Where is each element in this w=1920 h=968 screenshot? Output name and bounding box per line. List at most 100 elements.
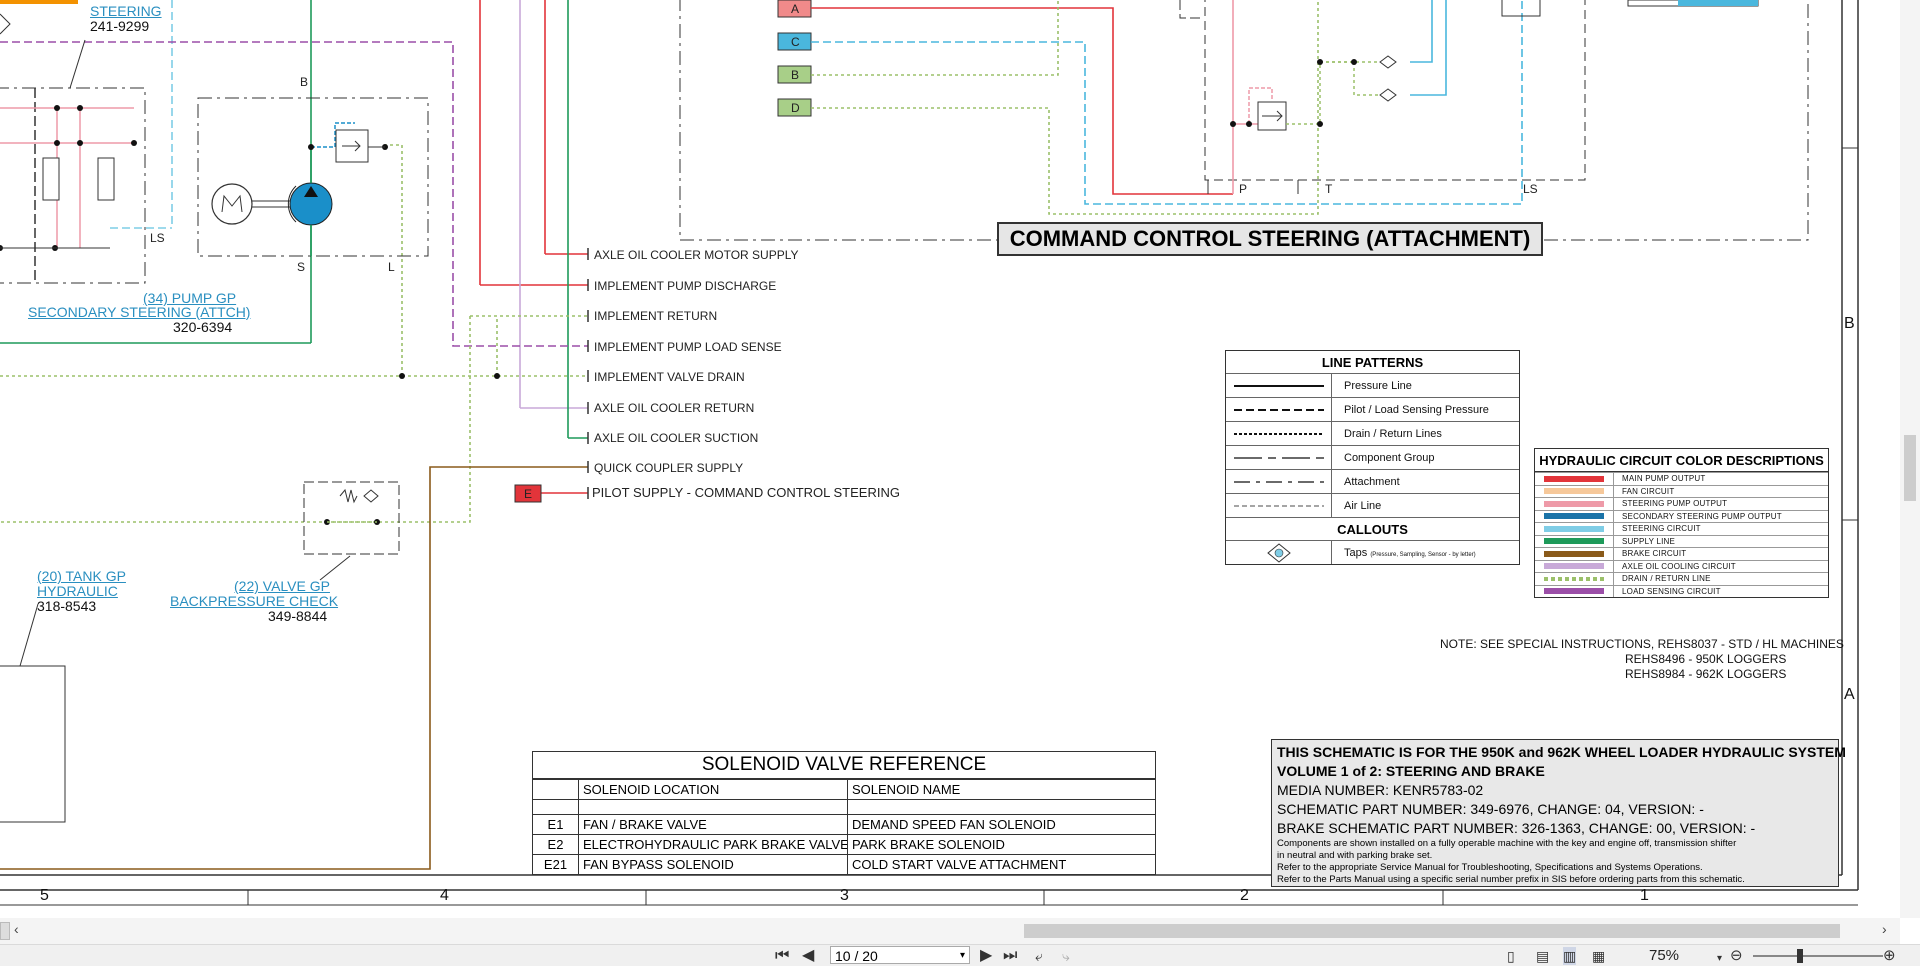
color-desc-label: LOAD SENSING CIRCUIT xyxy=(1622,586,1721,596)
continuous-view-icon[interactable]: ▤ xyxy=(1536,948,1550,964)
line-label: IMPLEMENT RETURN xyxy=(594,309,718,323)
color-swatch xyxy=(1544,563,1604,570)
horizontal-scroll-thumb[interactable] xyxy=(1024,924,1840,938)
horizontal-scrollbar[interactable]: ‹ › xyxy=(0,918,1900,944)
title-note: Refer to the appropriate Service Manual … xyxy=(1277,862,1703,873)
steering-ref-link[interactable]: STEERING xyxy=(90,3,162,19)
zone-number: 4 xyxy=(440,887,449,904)
facing-continuous-view-icon[interactable]: ▦ xyxy=(1592,948,1606,964)
chevron-down-icon[interactable]: ▾ xyxy=(959,950,965,961)
color-swatch xyxy=(1544,488,1604,495)
color-desc-label: AXLE OIL COOLING CIRCUIT xyxy=(1622,561,1736,571)
color-desc-label: STEERING PUMP OUTPUT xyxy=(1622,499,1728,509)
solenoid-id: E21 xyxy=(533,855,579,874)
port-label-ls-right: LS xyxy=(1523,182,1538,196)
color-swatch xyxy=(1544,538,1604,545)
valve-gp-ref-link[interactable]: (22) VALVE GP xyxy=(234,578,330,594)
viewer-toolbar: ⏮ ◀ 10 / 20▾ ▶ ⏭ ⤶ ⤷ ▯ ▤ ▥ ▦ 75% ▾ ⊖ ⊕ xyxy=(0,944,1920,966)
tag-e: E xyxy=(524,487,533,501)
pattern-label: Component Group xyxy=(1344,451,1435,464)
scroll-left-arrow-icon[interactable]: ‹ xyxy=(14,921,19,937)
solenoid-name: PARK BRAKE SOLENOID xyxy=(852,837,1005,852)
page-forward-icon[interactable]: ⤷ xyxy=(1062,948,1070,964)
line-label: IMPLEMENT VALVE DRAIN xyxy=(594,370,745,384)
callouts-title: CALLOUTS xyxy=(1226,517,1519,540)
title-line: VOLUME 1 of 2: STEERING AND BRAKE xyxy=(1277,763,1545,779)
facing-view-icon[interactable]: ▥ xyxy=(1563,947,1577,965)
zone-number: 3 xyxy=(840,887,849,904)
line-patterns-title: LINE PATTERNS xyxy=(1321,354,1424,370)
scroll-right-arrow-icon[interactable]: › xyxy=(1882,921,1887,937)
pump-gp-part-number: 320-6394 xyxy=(173,319,233,335)
zoom-slider-handle[interactable] xyxy=(1797,949,1803,963)
special-instructions-note: REHS8984 - 962K LOGGERS xyxy=(1625,667,1787,681)
solenoid-id: E2 xyxy=(533,835,579,854)
pattern-label: Air Line xyxy=(1344,499,1382,512)
hscroll-left-edge xyxy=(0,922,10,940)
line-label: PILOT SUPPLY - COMMAND CONTROL STEERING xyxy=(592,485,900,500)
command-control-steering-title: COMMAND CONTROL STEERING (ATTACHMENT) xyxy=(997,222,1543,256)
port-label-ls-left: LS xyxy=(150,231,165,245)
tank-gp-ref-link-line2[interactable]: HYDRAULIC xyxy=(37,583,118,599)
line-label: IMPLEMENT PUMP LOAD SENSE xyxy=(594,340,782,354)
tag-d: D xyxy=(791,101,800,115)
line-patterns-legend: LINE PATTERNS Pressure Line Pilot / Load… xyxy=(1225,350,1520,565)
zoom-out-icon[interactable]: ⊖ xyxy=(1730,947,1743,964)
color-swatch xyxy=(1544,550,1604,557)
port-label-p: P xyxy=(1239,182,1248,196)
special-instructions-note: REHS8496 - 950K LOGGERS xyxy=(1625,652,1787,666)
color-swatch xyxy=(1544,576,1604,581)
color-swatch xyxy=(1544,525,1604,532)
solenoid-valve-reference-table: SOLENOID VALVE REFERENCE SOLENOID LOCATI… xyxy=(532,751,1156,875)
color-desc-label: STEERING CIRCUIT xyxy=(1622,524,1701,534)
line-label: AXLE OIL COOLER SUCTION xyxy=(594,431,759,445)
title-note: Refer to the Parts Manual using a specif… xyxy=(1277,874,1745,885)
page-back-icon[interactable]: ⤶ xyxy=(1035,948,1043,964)
color-desc-label: SUPPLY LINE xyxy=(1622,536,1676,546)
top-accent-bar xyxy=(0,0,78,4)
port-label-t: T xyxy=(1325,182,1333,196)
color-desc-label: FAN CIRCUIT xyxy=(1622,486,1675,496)
previous-page-icon[interactable]: ◀ xyxy=(802,947,815,964)
taps-sub-label: (Pressure, Sampling, Sensor - by letter) xyxy=(1370,551,1476,558)
special-instructions-note: NOTE: SEE SPECIAL INSTRUCTIONS, REHS8037… xyxy=(1440,637,1844,651)
pattern-label: Pilot / Load Sensing Pressure xyxy=(1344,403,1489,416)
line-label: AXLE OIL COOLER RETURN xyxy=(594,401,755,415)
tag-a: A xyxy=(791,2,800,16)
solenoid-location: FAN / BRAKE VALVE xyxy=(579,815,848,834)
title-line: BRAKE SCHEMATIC PART NUMBER: 326-1363, C… xyxy=(1277,820,1756,836)
pump-gp-ref-link[interactable]: (34) PUMP GP xyxy=(143,290,237,306)
zoom-level[interactable]: 75% xyxy=(1649,947,1680,964)
zoom-in-icon[interactable]: ⊕ xyxy=(1883,947,1896,964)
tank-gp-ref-link[interactable]: (20) TANK GP xyxy=(37,568,126,584)
vertical-scroll-thumb[interactable] xyxy=(1904,435,1916,501)
single-page-view-icon[interactable]: ▯ xyxy=(1507,948,1515,964)
color-swatch xyxy=(1544,588,1604,595)
color-desc-label: DRAIN / RETURN LINE xyxy=(1622,574,1711,584)
tag-c: C xyxy=(791,35,800,49)
next-page-icon[interactable]: ▶ xyxy=(980,947,993,964)
line-label: QUICK COUPLER SUPPLY xyxy=(594,461,744,475)
pump-gp-ref-link-line2[interactable]: SECONDARY STEERING (ATTCH) xyxy=(28,304,251,320)
pattern-label: Pressure Line xyxy=(1344,379,1412,392)
pattern-label: Drain / Return Lines xyxy=(1344,427,1442,440)
valve-gp-ref-link-line2[interactable]: BACKPRESSURE CHECK xyxy=(170,593,339,609)
first-page-icon[interactable]: ⏮ xyxy=(775,947,790,964)
zoom-slider-track[interactable] xyxy=(1753,955,1883,957)
vertical-scrollbar[interactable] xyxy=(1900,0,1920,918)
zone-letter: A xyxy=(1844,686,1855,703)
title-note: in neutral and with parking brake set. xyxy=(1277,850,1433,861)
taps-diamond-icon xyxy=(1266,542,1291,563)
color-desc-title: HYDRAULIC CIRCUIT COLOR DESCRIPTIONS xyxy=(1535,449,1828,472)
last-page-icon[interactable]: ⏭ xyxy=(1003,947,1018,964)
color-swatch xyxy=(1544,513,1604,520)
page-number-field[interactable]: 10 / 20▾ xyxy=(830,946,970,964)
zoom-dropdown-chevron-icon[interactable]: ▾ xyxy=(1717,953,1723,964)
valve-gp-part-number: 349-8844 xyxy=(268,608,328,624)
solenoid-name: DEMAND SPEED FAN SOLENOID xyxy=(852,817,1056,832)
taps-label: Taps xyxy=(1344,546,1368,559)
title-line: SCHEMATIC PART NUMBER: 349-6976, CHANGE:… xyxy=(1277,801,1704,817)
